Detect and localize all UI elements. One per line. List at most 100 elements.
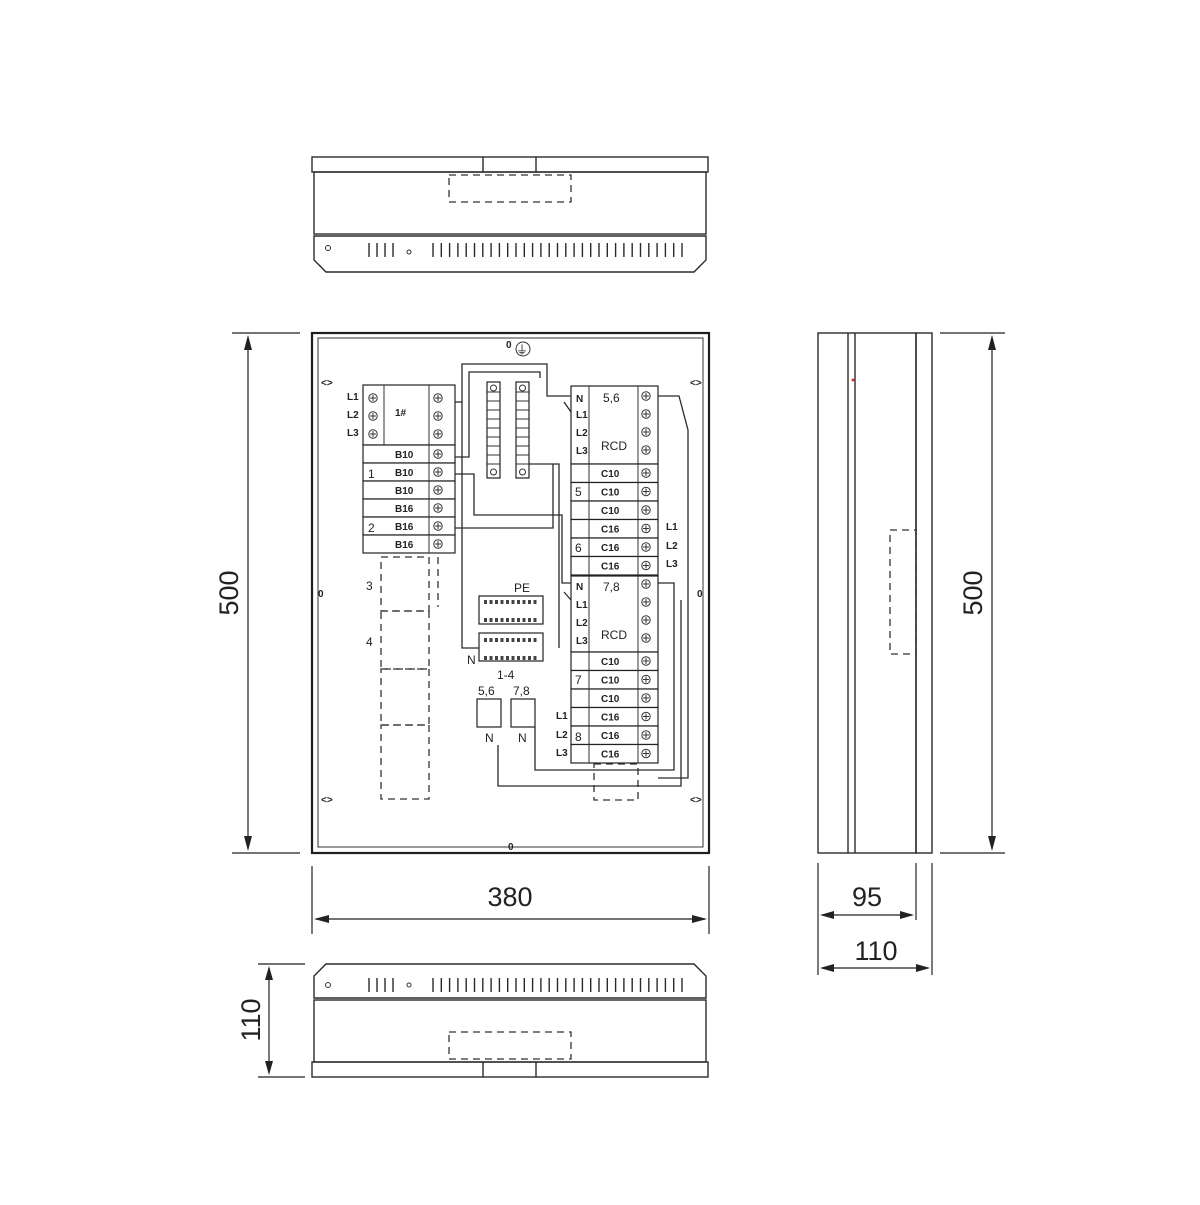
svg-text:L3: L3 xyxy=(576,636,588,647)
red-marker xyxy=(851,378,855,382)
bar-terminal-icon xyxy=(522,656,526,660)
svg-text:L2: L2 xyxy=(666,541,678,552)
sub-a-label: 5,6 xyxy=(478,684,495,698)
block-b-n: N xyxy=(576,582,583,593)
spare-4-label: 4 xyxy=(366,635,373,649)
dimension-lines: 500 380 500 95 110 110 xyxy=(214,332,1005,1078)
bar-terminal-icon xyxy=(522,618,526,622)
breaker-rating: C16 xyxy=(601,543,620,554)
group-1-label: 1 xyxy=(368,467,375,481)
bar-terminal-icon xyxy=(489,618,493,622)
fixing-zero-left: 0 xyxy=(318,589,324,600)
bar-terminal-icon xyxy=(500,600,504,604)
main-switch-label: 1# xyxy=(395,408,407,419)
terminal-screw-icon xyxy=(519,384,526,392)
n-bar-label: N xyxy=(467,653,476,667)
bar-terminal-icon xyxy=(484,638,487,642)
screw-terminal-icon xyxy=(641,560,651,571)
bar-terminal-icon xyxy=(533,638,537,642)
bar-terminal-icon xyxy=(495,618,498,622)
screw-terminal-icon xyxy=(433,411,443,421)
screw-terminal-icon xyxy=(433,449,443,459)
breaker-row: C10 xyxy=(570,669,659,690)
bar-terminal-icon xyxy=(517,656,520,660)
bar-terminal-icon xyxy=(500,638,504,642)
fixing-zero-right: 0 xyxy=(697,589,703,600)
block-a-title: 5,6 xyxy=(603,391,620,405)
vent-slots-bottom xyxy=(368,978,683,992)
screw-terminal-icon xyxy=(433,503,443,513)
terminal-screw-icon xyxy=(490,384,497,392)
svg-text:L3: L3 xyxy=(576,446,588,457)
block-a-n: N xyxy=(576,394,583,405)
range-label: 1-4 xyxy=(497,668,515,682)
screw-terminal-icon xyxy=(641,748,651,759)
fixing-hole-icon: <> xyxy=(690,378,702,389)
screw-terminal-icon xyxy=(433,467,443,477)
breaker-rating: C10 xyxy=(601,506,620,517)
phase-l2: L2 xyxy=(347,410,359,421)
spare-3-label: 3 xyxy=(366,579,373,593)
screw-terminal-icon xyxy=(433,539,443,549)
screw-terminal-icon xyxy=(368,411,378,421)
screw-terminal-icon xyxy=(641,693,651,703)
breaker-rating: C16 xyxy=(601,525,620,536)
side-view xyxy=(817,332,933,854)
breaker-rating: B10 xyxy=(395,468,414,479)
bar-terminal-icon xyxy=(489,638,493,642)
central-terminals xyxy=(486,381,530,479)
bar-terminal-icon xyxy=(500,656,504,660)
bar-terminal-icon xyxy=(517,600,520,604)
bar-terminal-icon xyxy=(522,638,526,642)
fixing-zero-bottom: 0 xyxy=(508,842,514,853)
terminal-screw-icon xyxy=(519,468,526,476)
breaker-rating: C10 xyxy=(601,469,620,480)
earth-symbol: ⏚ xyxy=(516,343,528,357)
breaker-row: B16 xyxy=(362,498,456,518)
screw-terminal-icon xyxy=(641,409,651,419)
breaker-rating: B16 xyxy=(395,504,414,515)
screw-terminal-icon xyxy=(641,656,651,666)
wiring xyxy=(455,363,689,787)
screw-terminal-icon xyxy=(641,615,651,625)
breaker-rating: C16 xyxy=(601,713,620,724)
fixing-hole-icon: <> xyxy=(321,795,333,806)
top-view xyxy=(311,156,709,273)
bar-terminal-icon xyxy=(522,600,526,604)
screw-terminal-icon xyxy=(641,711,651,722)
bar-terminal-icon xyxy=(484,618,487,622)
breaker-row: C16 xyxy=(570,555,659,576)
bar-terminal-icon xyxy=(517,618,520,622)
bar-terminal-icon xyxy=(495,656,498,660)
svg-text:L2: L2 xyxy=(556,730,568,741)
screw-terminal-icon xyxy=(641,730,651,740)
bar-terminal-icon xyxy=(528,638,531,642)
front-view: <> <> <> <> 0 0 0 0 ⏚ 1# L1 L2 L3 B10B10… xyxy=(310,331,711,855)
breaker-row: C16 xyxy=(570,518,659,539)
bottom-view xyxy=(311,963,709,1078)
screw-terminal-icon xyxy=(641,674,651,685)
group-8-label: 8 xyxy=(575,730,582,744)
svg-text:L2: L2 xyxy=(576,428,588,439)
svg-text:L1: L1 xyxy=(666,522,678,533)
breaker-row: B10 xyxy=(362,480,456,500)
vent-slots-top xyxy=(368,243,683,257)
bar-terminal-icon xyxy=(484,600,487,604)
group-6-label: 6 xyxy=(575,541,582,555)
side-height-dimension: 500 xyxy=(958,570,988,615)
outer-depth-dimension: 110 xyxy=(854,936,897,966)
bar-terminal-icon xyxy=(517,638,520,642)
screw-terminal-icon xyxy=(641,427,651,437)
breaker-rating: B10 xyxy=(395,450,414,461)
breaker-rating: C10 xyxy=(601,694,620,705)
bar-terminal-icon xyxy=(500,618,504,622)
pe-n-bars: PE N 1-4 5,6 7,8 N N xyxy=(467,581,544,745)
breaker-row: C10 xyxy=(570,651,659,672)
breaker-rating: B10 xyxy=(395,486,414,497)
group-5-label: 5 xyxy=(575,485,582,499)
screw-terminal-icon xyxy=(433,521,443,531)
breaker-rating: B16 xyxy=(395,522,414,533)
